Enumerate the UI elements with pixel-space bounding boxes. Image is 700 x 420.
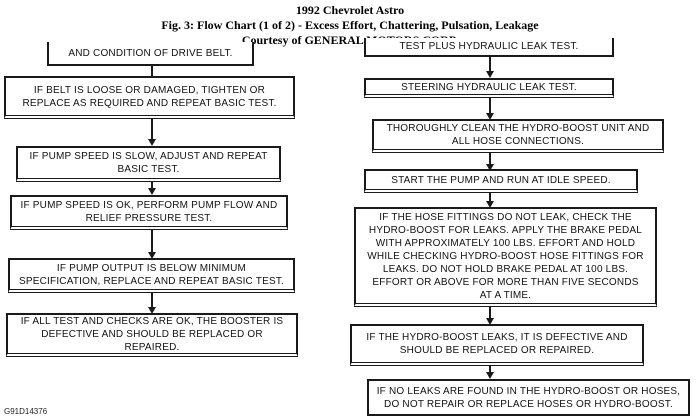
flow-step-text: IF PUMP SPEED IS SLOW, ADJUST AND REPEAT… [29, 151, 268, 175]
connector-line [151, 293, 153, 311]
connector-line [489, 193, 491, 205]
connector-line [151, 182, 153, 192]
flow-step: IF BELT IS LOOSE OR DAMAGED, TIGHTEN OR … [4, 76, 295, 119]
flow-step-text: START THE PUMP AND RUN AT IDLE SPEED. [391, 174, 611, 186]
flow-step: IF PUMP OUTPUT IS BELOW MINIMUM SPECIFIC… [8, 258, 295, 293]
connector-line [151, 64, 153, 76]
flow-step: IF PUMP SPEED IS OK, PERFORM PUMP FLOW A… [10, 195, 288, 230]
arrow-down-icon [148, 307, 156, 314]
arrow-down-icon [486, 318, 494, 325]
flow-step: STEERING HYDRAULIC LEAK TEST. [364, 78, 614, 98]
arrow-down-icon [486, 71, 494, 78]
flow-step-text: AND CONDITION OF DRIVE BELT. [68, 47, 233, 59]
flow-step: IF PUMP SPEED IS SLOW, ADJUST AND REPEAT… [16, 146, 281, 182]
page-title: 1992 Chevrolet Astro [295, 3, 405, 17]
arrow-down-icon [148, 139, 156, 146]
flow-step: IF THE HOSE FITTINGS DO NOT LEAK, CHECK … [354, 207, 657, 307]
arrow-down-icon [148, 252, 156, 259]
connector-line [151, 119, 153, 143]
flow-step-text: IF NO LEAKS ARE FOUND IN THE HYDRO-BOOST… [376, 385, 681, 410]
arrow-down-icon [486, 201, 494, 208]
flow-step-text: IF PUMP SPEED IS OK, PERFORM PUMP FLOW A… [20, 199, 278, 224]
flow-step-text: IF THE HOSE FITTINGS DO NOT LEAK, CHECK … [367, 211, 644, 301]
flow-step: AND CONDITION OF DRIVE BELT. [47, 42, 254, 66]
flow-step-text: STEERING HYDRAULIC LEAK TEST. [401, 81, 577, 93]
connector-line [489, 55, 491, 75]
figure-id: G91D14376 [4, 407, 48, 416]
flow-step-text: IF THE HYDRO-BOOST LEAKS, IT IS DEFECTIV… [366, 332, 628, 356]
arrow-down-icon [486, 164, 494, 171]
connector-line [489, 366, 491, 377]
flow-step: IF ALL TEST AND CHECKS ARE OK, THE BOOST… [6, 313, 298, 357]
flow-step-text: IF ALL TEST AND CHECKS ARE OK, THE BOOST… [20, 315, 284, 353]
flow-step-text: TEST PLUS HYDRAULIC LEAK TEST. [399, 41, 579, 52]
flow-step-text: IF PUMP OUTPUT IS BELOW MINIMUM SPECIFIC… [19, 262, 284, 287]
connector-line [151, 230, 153, 256]
flow-step: IF THE HYDRO-BOOST LEAKS, IT IS DEFECTIV… [350, 324, 644, 366]
arrow-down-icon [486, 113, 494, 120]
flow-step: TEST PLUS HYDRAULIC LEAK TEST. [364, 38, 614, 57]
flow-step: START THE PUMP AND RUN AT IDLE SPEED. [364, 169, 638, 193]
connector-line [489, 98, 491, 117]
flow-step-text: THOROUGHLY CLEAN THE HYDRO-BOOST UNIT AN… [386, 123, 650, 147]
flow-step: IF NO LEAKS ARE FOUND IN THE HYDRO-BOOST… [367, 379, 690, 416]
flow-step: THOROUGHLY CLEAN THE HYDRO-BOOST UNIT AN… [372, 119, 664, 153]
arrow-down-icon [148, 188, 156, 195]
figure-caption: Fig. 3: Flow Chart (1 of 2) - Excess Eff… [161, 18, 539, 32]
arrow-down-icon [486, 372, 494, 379]
connector-line [489, 153, 491, 168]
connector-line [489, 307, 491, 322]
flow-step-text: IF BELT IS LOOSE OR DAMAGED, TIGHTEN OR … [22, 84, 277, 109]
